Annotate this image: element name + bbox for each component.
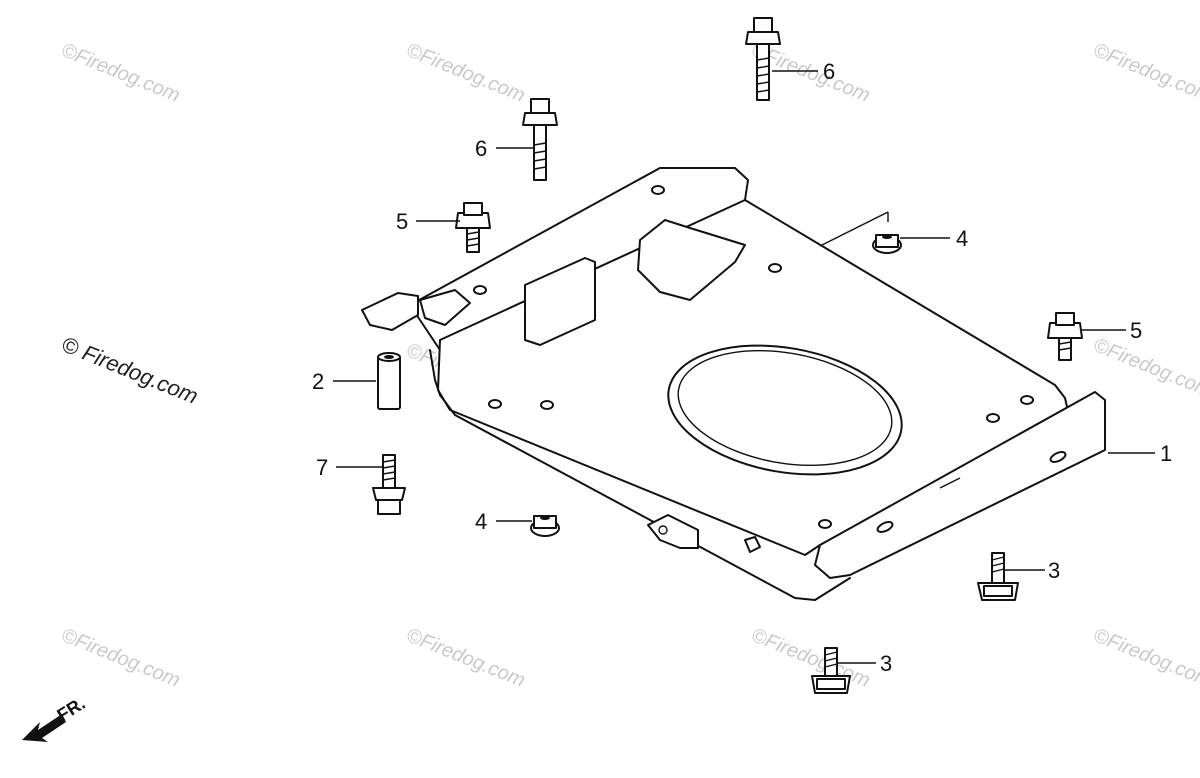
callout-2: 2 [312,369,324,394]
long-bolt-part [522,98,558,181]
front-arrow-icon [22,714,66,742]
spacer-collar-part [377,352,401,410]
watermark: ©Firedog.com [1090,334,1200,402]
front-direction-indicator: FR. [22,693,89,742]
watermark: ©Firedog.com [403,624,528,692]
main-plate-part [361,167,1106,601]
callout-4: 4 [956,226,968,251]
watermark: ©Firedog.com [1090,624,1200,692]
callout-4: 4 [475,509,487,534]
flange-bolt-part [1047,312,1083,361]
leader-lines [333,70,1155,664]
stud-bolt-part [372,454,406,515]
callout-6: 6 [823,59,835,84]
callout-1: 1 [1160,441,1172,466]
callout-5: 5 [396,209,408,234]
callout-3: 3 [1048,558,1060,583]
flange-nut-part [530,515,560,537]
callout-6: 6 [475,136,487,161]
watermark: ©Firedog.com [1090,39,1200,107]
watermark: ©Firedog.com [748,624,873,692]
callout-3: 3 [880,651,892,676]
callout-labels: 1 2 3 3 4 4 5 5 6 6 7 [312,59,1172,676]
flange-bolt-short-part [977,552,1019,601]
flange-bolt-short-part [811,647,851,694]
watermark: ©Firedog.com [403,39,528,107]
long-bolt-part [745,17,781,101]
flange-nut-part [872,234,902,254]
callout-5: 5 [1130,318,1142,343]
watermark: ©Firedog.com [58,624,183,692]
callout-7: 7 [316,455,328,480]
watermark: ©Firedog.com [58,39,183,107]
flange-bolt-part [455,202,491,253]
watermark-dark: © Firedog.com [58,331,201,408]
